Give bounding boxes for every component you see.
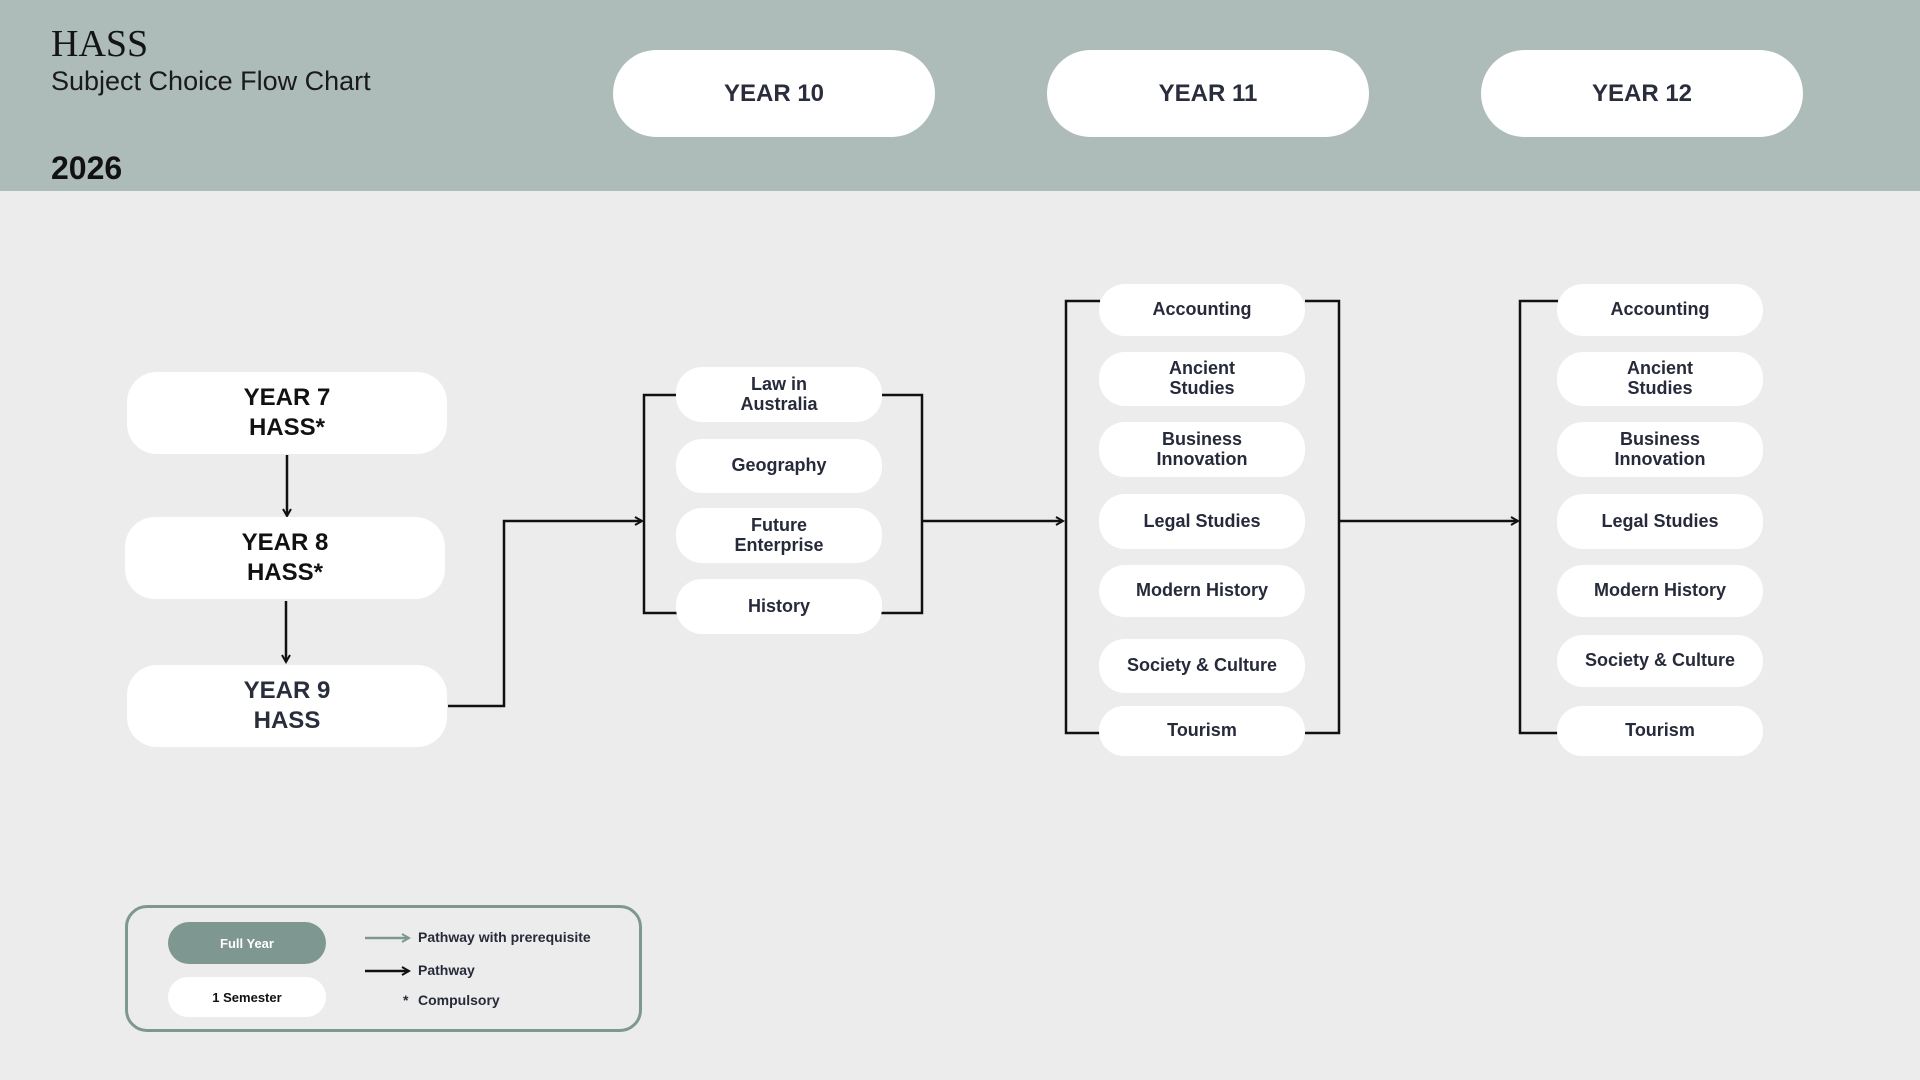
node-y10-history: History xyxy=(676,579,882,634)
legend: Full Year 1 Semester Pathway with prereq… xyxy=(125,905,642,1032)
node-y12-modern-history: Modern History xyxy=(1557,565,1763,617)
column-header-year-11: YEAR 11 xyxy=(1047,50,1369,137)
node-y11-modern-history: Modern History xyxy=(1099,565,1305,617)
node-year-7-hass: YEAR 7 HASS* xyxy=(127,372,447,454)
node-y11-ancient-studies: Ancient Studies xyxy=(1099,352,1305,406)
arrow-y9-y10 xyxy=(448,521,642,708)
bracket-y12-left xyxy=(1518,299,1558,735)
node-y11-accounting: Accounting xyxy=(1099,284,1305,336)
year-label: 2026 xyxy=(51,150,123,186)
legend-star-symbol: * xyxy=(403,992,409,1008)
legend-compulsory-label: Compulsory xyxy=(418,992,500,1008)
node-y12-tourism: Tourism xyxy=(1557,706,1763,756)
legend-full-year-swatch: Full Year xyxy=(168,922,326,964)
bracket-y11-left xyxy=(1064,299,1100,735)
node-y11-tourism: Tourism xyxy=(1099,706,1305,756)
page-subtitle: Subject Choice Flow Chart xyxy=(51,66,371,96)
node-y11-society-culture: Society & Culture xyxy=(1099,639,1305,693)
node-y10-law-in-australia: Law in Australia xyxy=(676,367,882,422)
node-y12-business-innovation: Business Innovation xyxy=(1557,422,1763,477)
bracket-y11-right xyxy=(1305,299,1341,735)
page-title: HASS xyxy=(51,23,149,65)
node-y11-business-innovation: Business Innovation xyxy=(1099,422,1305,477)
legend-semester-swatch: 1 Semester xyxy=(168,977,326,1017)
node-y12-accounting: Accounting xyxy=(1557,284,1763,336)
column-header-year-10: YEAR 10 xyxy=(613,50,935,137)
node-y12-legal-studies: Legal Studies xyxy=(1557,494,1763,549)
node-y10-future-enterprise: Future Enterprise xyxy=(676,508,882,563)
column-header-year-12: YEAR 12 xyxy=(1481,50,1803,137)
node-y12-ancient-studies: Ancient Studies xyxy=(1557,352,1763,406)
node-y10-geography: Geography xyxy=(676,439,882,493)
legend-prereq-label: Pathway with prerequisite xyxy=(418,929,591,945)
node-y11-legal-studies: Legal Studies xyxy=(1099,494,1305,549)
legend-pathway-label: Pathway xyxy=(418,962,475,978)
bracket-y10-right xyxy=(881,393,924,615)
legend-arrows xyxy=(365,930,415,990)
node-y12-society-culture: Society & Culture xyxy=(1557,635,1763,687)
node-year-8-hass: YEAR 8 HASS* xyxy=(125,517,445,599)
node-year-9-hass: YEAR 9 HASS xyxy=(127,665,447,747)
bracket-y10-left xyxy=(642,393,677,615)
